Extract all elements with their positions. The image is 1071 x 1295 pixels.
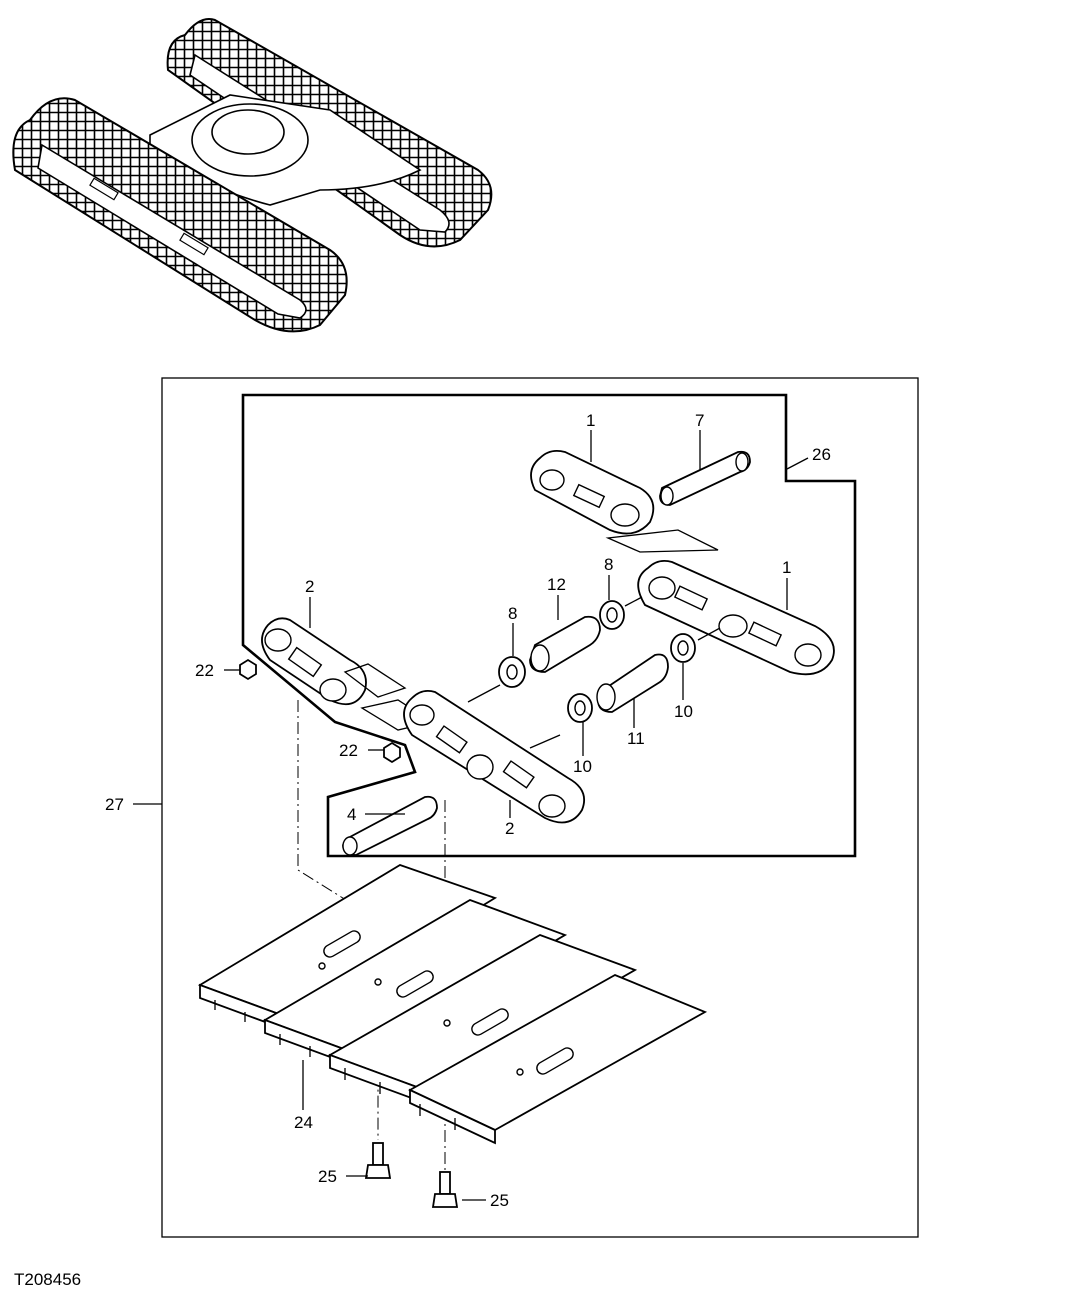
track-pin-4 bbox=[342, 795, 438, 856]
track-shoes-24 bbox=[197, 864, 708, 1145]
seal-8-right bbox=[599, 600, 625, 630]
spacer-plate bbox=[605, 529, 719, 553]
shoe-bolt-25-right bbox=[431, 1171, 459, 1208]
undercarriage-overview-illustration bbox=[12, 18, 493, 333]
front-frame-slot bbox=[89, 177, 119, 201]
callout-8-right: 8 bbox=[604, 555, 613, 574]
seal-10-right bbox=[670, 633, 696, 663]
callout-22-lower: 22 bbox=[339, 741, 358, 760]
sub-assembly-outline-26 bbox=[241, 393, 857, 858]
spacer-plate-left bbox=[343, 663, 407, 698]
track-link-1-upper bbox=[530, 449, 655, 535]
nut-22-upper bbox=[239, 658, 257, 681]
front-track-belt bbox=[12, 97, 348, 333]
callout-25-right: 25 bbox=[490, 1191, 509, 1210]
callout-26: 26 bbox=[812, 445, 831, 464]
callout-10-left: 10 bbox=[573, 757, 592, 776]
leader-lines bbox=[133, 430, 809, 1201]
swing-bearing-inner bbox=[211, 109, 285, 155]
track-link-1-right bbox=[637, 559, 835, 676]
callout-1-upper: 1 bbox=[586, 411, 595, 430]
track-link-2-left bbox=[261, 617, 367, 706]
callout-25-left: 25 bbox=[318, 1167, 337, 1186]
bushing-12 bbox=[529, 615, 601, 673]
callout-1-right: 1 bbox=[782, 558, 791, 577]
track-pin-7 bbox=[659, 450, 751, 506]
shoe-bolt-25-left bbox=[364, 1142, 392, 1179]
nut-22-lower bbox=[383, 741, 401, 764]
figure-id: T208456 bbox=[14, 1270, 81, 1289]
seal-8-left bbox=[498, 656, 526, 688]
callout-11: 11 bbox=[627, 729, 645, 748]
callout-8-left: 8 bbox=[508, 604, 517, 623]
callout-4: 4 bbox=[347, 805, 356, 824]
callout-22-upper: 22 bbox=[195, 661, 214, 680]
callout-27: 27 bbox=[105, 795, 124, 814]
bushing-11 bbox=[596, 653, 669, 713]
assembly-frame-27 bbox=[161, 377, 919, 1238]
callouts: 1 7 26 8 1 2 12 8 22 10 22 11 10 27 4 2 … bbox=[105, 411, 831, 1210]
callout-7: 7 bbox=[695, 411, 704, 430]
callout-2-left: 2 bbox=[305, 577, 314, 596]
seal-10-left bbox=[567, 693, 593, 723]
callout-10-right: 10 bbox=[674, 702, 693, 721]
callout-12: 12 bbox=[547, 575, 566, 594]
callout-24: 24 bbox=[294, 1113, 313, 1132]
track-link-2-center bbox=[403, 689, 586, 824]
callout-2-center: 2 bbox=[505, 819, 514, 838]
front-frame-slot bbox=[179, 232, 209, 256]
